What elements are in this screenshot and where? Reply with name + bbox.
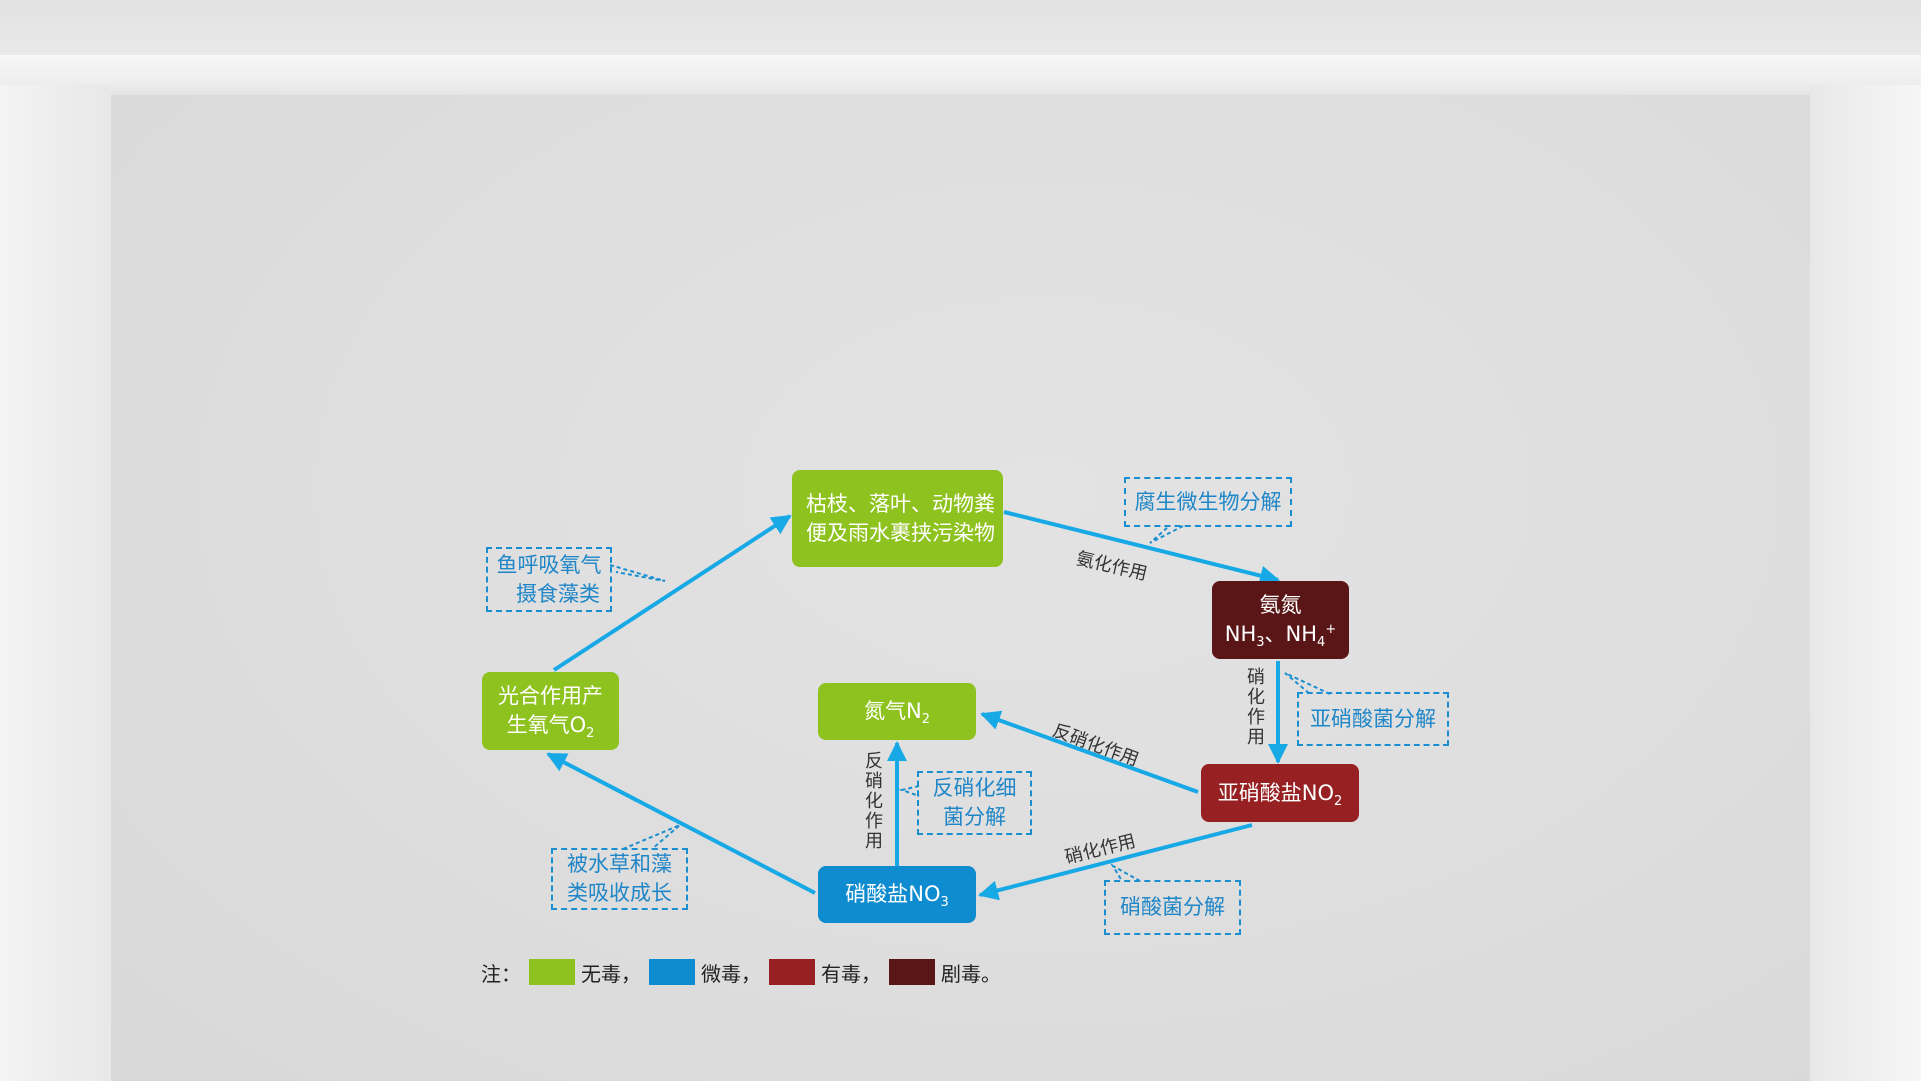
callout-pointer-nitrate-bacteria	[1110, 863, 1141, 882]
callout-pointer-denitrify	[898, 785, 920, 797]
legend-note: 注：	[481, 961, 521, 986]
node-nitrate-text: 硝酸盐NO3	[845, 882, 949, 911]
arrow-nitrite-to-nitrate	[978, 823, 1253, 901]
node-nitrogen-gas-text: 氮气N2	[864, 699, 930, 728]
node-nitrite-text: 亚硝酸盐NO2	[1217, 780, 1343, 809]
room-left-wall	[0, 85, 111, 1081]
callout-plants-line2: 类吸收成长	[567, 881, 672, 905]
node-ammonia: 氨氮 NH3、NH4+	[1212, 581, 1349, 659]
node-nitrate: 硝酸盐NO3	[818, 866, 976, 923]
callout-nitrate-bacteria: 硝酸菌分解	[1104, 880, 1241, 935]
room-ceiling	[0, 0, 1921, 55]
node-organic-matter: 枯枝、落叶、动物粪便及雨水裹挟污染物	[792, 470, 1003, 567]
node-nitrite: 亚硝酸盐NO2	[1201, 764, 1359, 822]
arrow-nitrite-to-nitrogen	[980, 710, 1199, 794]
callout-denitrify-line1: 反硝化细	[932, 776, 1017, 800]
label-nitrification-vertical: 硝化作用	[1247, 667, 1265, 748]
legend-label-highly-toxic: 剧毒。	[941, 961, 1001, 986]
room-right-wall	[1810, 85, 1921, 1081]
callout-pointer-plants	[622, 824, 681, 850]
node-oxygen-line1: 光合作用产	[498, 684, 603, 708]
callout-pointer-nitrite-bacteria	[1284, 672, 1331, 695]
arrow-oxygen-to-organic	[552, 514, 792, 672]
callout-decompose: 腐生微生物分解	[1124, 477, 1292, 527]
callout-plants: 被水草和藻 类吸收成长	[551, 848, 688, 910]
node-nitrogen-gas: 氮气N2	[818, 683, 976, 740]
callout-fish: 鱼呼吸氧气 摄食藻类	[486, 547, 612, 612]
legend-swatch-non-toxic	[529, 959, 575, 985]
callout-denitrify-bacteria: 反硝化细 菌分解	[917, 771, 1032, 835]
node-oxygen-line2: 生氧气O2	[506, 713, 595, 742]
arrow-nitrate-to-oxygen	[546, 752, 816, 895]
node-ammonia-title: 氨氮	[1259, 593, 1302, 617]
callout-plants-line1: 被水草和藻	[567, 852, 672, 876]
legend-label-toxic: 有毒，	[821, 961, 881, 986]
node-ammonia-formula: NH3、NH4+	[1224, 622, 1337, 651]
label-denitrification-vertical: 反硝化作用	[865, 751, 883, 852]
callout-nitrate-bacteria-text: 硝酸菌分解	[1120, 895, 1225, 919]
callout-fish-line2: 摄食藻类	[516, 581, 600, 606]
callout-fish-line1: 鱼呼吸氧气	[496, 552, 602, 577]
arrow-organic-to-ammonia	[1003, 510, 1280, 586]
toxicity-legend: 注： 无毒， 微毒， 有毒， 剧毒。	[481, 958, 1001, 986]
callout-pointer-fish	[609, 564, 666, 582]
legend-swatch-slightly-toxic	[649, 959, 695, 985]
room-beam	[0, 55, 1921, 95]
callout-nitrite-bacteria-text: 亚硝酸菌分解	[1310, 706, 1436, 731]
callout-decompose-text: 腐生微生物分解	[1134, 489, 1282, 514]
legend-label-non-toxic: 无毒，	[581, 961, 641, 986]
legend-label-slightly-toxic: 微毒，	[701, 961, 761, 986]
callout-nitrite-bacteria: 亚硝酸菌分解	[1297, 692, 1449, 746]
legend-swatch-highly-toxic	[889, 959, 935, 985]
node-oxygen: 光合作用产 生氧气O2	[482, 672, 619, 750]
legend-swatch-toxic	[769, 959, 815, 985]
node-organic-matter-text: 枯枝、落叶、动物粪便及雨水裹挟污染物	[806, 491, 995, 545]
callout-denitrify-line2: 菌分解	[943, 805, 1006, 829]
callout-pointer-decompose	[1149, 525, 1184, 544]
